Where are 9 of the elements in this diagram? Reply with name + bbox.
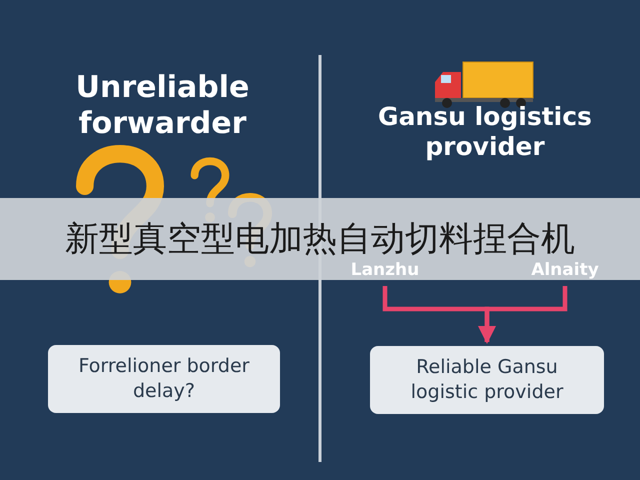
place-label: Alnaity xyxy=(531,260,599,280)
text-box xyxy=(48,345,280,413)
heading: Gansu logistics provider xyxy=(377,102,593,162)
heading: Unreliable forwarder xyxy=(74,70,250,142)
text-box xyxy=(370,346,604,414)
box-text: Reliable Gansu logistic provider xyxy=(410,355,564,405)
place-label: Lanzhu xyxy=(350,260,420,280)
box-text: Forrelioner border delay? xyxy=(78,354,250,404)
arrow xyxy=(478,286,568,344)
